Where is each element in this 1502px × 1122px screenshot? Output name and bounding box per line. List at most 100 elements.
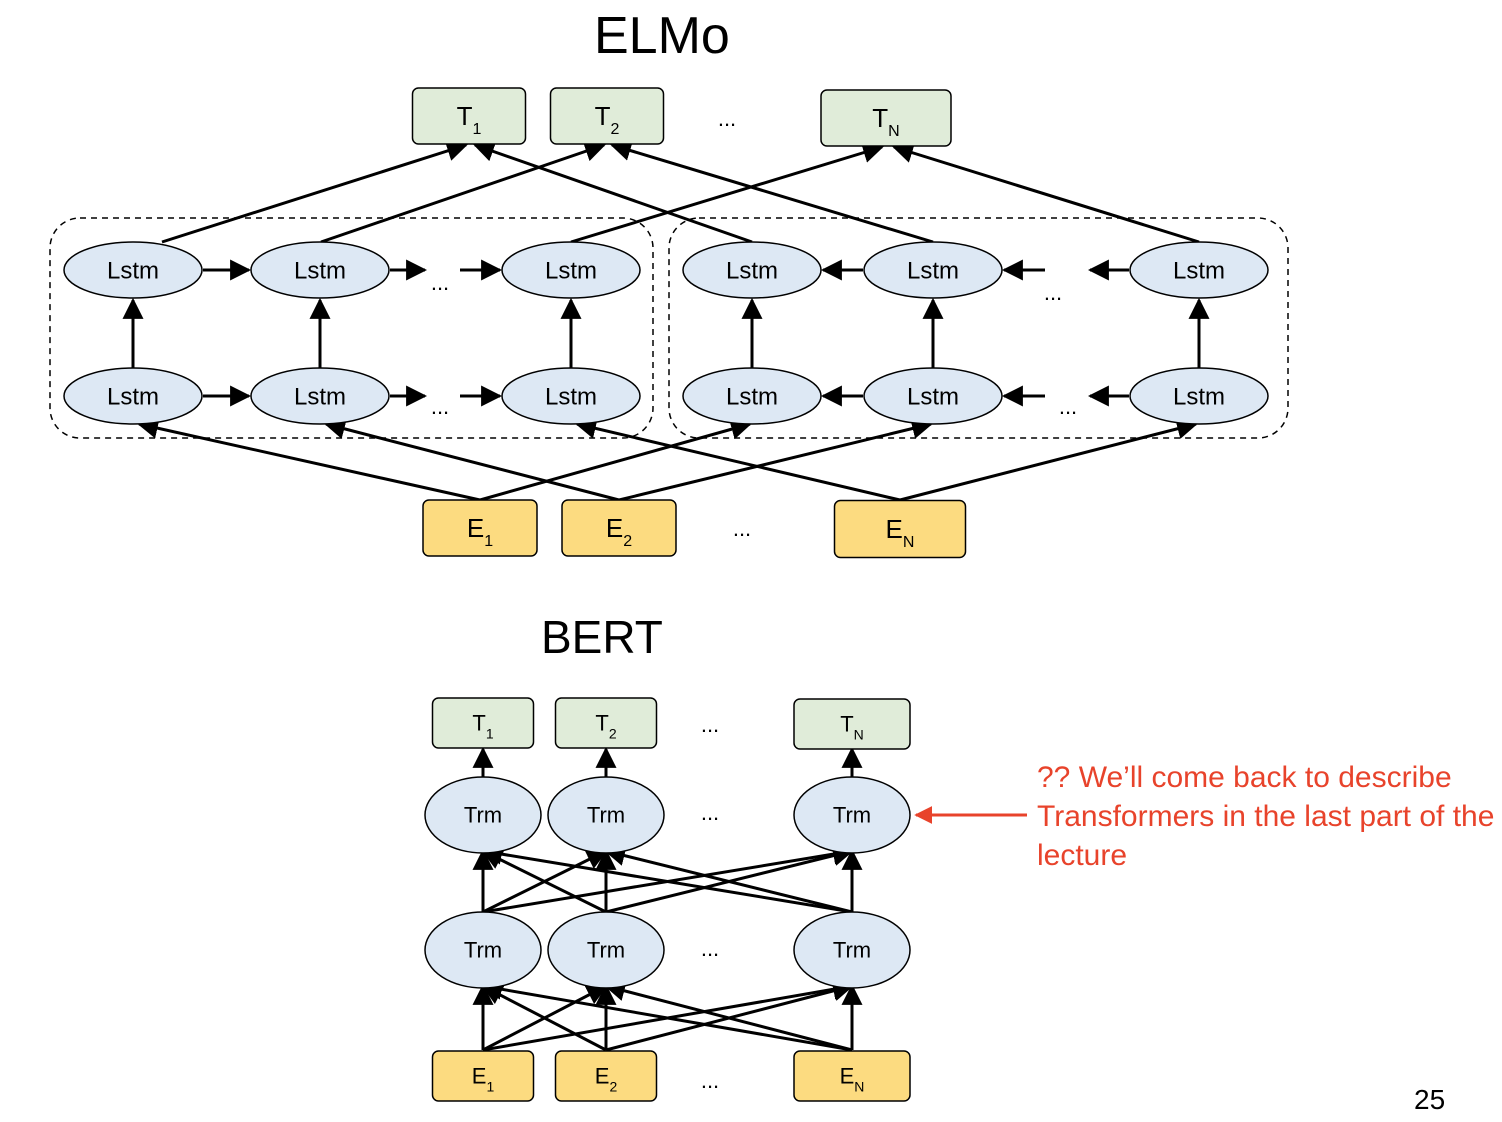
bert-input-e1-shape <box>431 1050 535 1102</box>
elmo-input-e2: E2 <box>561 499 677 557</box>
bert-output-t2-label: T2 <box>595 711 616 742</box>
trm-layer-arrow-2-0 <box>480 843 853 914</box>
trm-layer-arrow-2-1 <box>603 845 853 914</box>
elmo-output-t1: T1 <box>411 87 527 145</box>
elmo-lstm-top-5-label: Lstm <box>1173 257 1225 284</box>
bert-output-t1-label: T1 <box>472 711 493 742</box>
elmo-output-t1-shape <box>411 87 527 145</box>
bert-input-en-shape <box>793 1050 911 1102</box>
elmo-forward-bottom-ellipsis: ... <box>431 394 449 419</box>
elmo-input-e1-shape <box>422 499 538 557</box>
bert-trm-top-2-label: Trm <box>833 803 871 828</box>
elmo-lstm-bottom-1: Lstm <box>250 367 390 425</box>
bert-output-t2-shape <box>554 697 658 749</box>
input-to-lstm-arrow <box>899 418 1199 502</box>
bert-output-t2: T2 <box>554 697 658 749</box>
elmo-lstm-bottom-5: Lstm <box>1129 367 1269 425</box>
elmo-backward-top-ellipsis: ... <box>1044 280 1062 305</box>
elmo-output-t2-shape <box>549 87 665 145</box>
forward-lstm-group <box>49 217 654 439</box>
bert-trm-bottom-0: Trm <box>424 911 542 989</box>
bert-trm-bottom-0-shape <box>424 911 542 989</box>
bert-trm-bottom-2: Trm <box>793 911 911 989</box>
elmo-lstm-top-4: Lstm <box>863 241 1003 299</box>
elmo-backward-bottom-ellipsis: ... <box>1059 394 1077 419</box>
bert-trm-bottom-1-shape <box>547 911 665 989</box>
elmo-lstm-top-1-shape <box>250 241 390 299</box>
elmo-output-tn: TN <box>820 89 952 147</box>
elmo-input-e1-label: E1 <box>467 513 493 550</box>
bert-trm-top-0: Trm <box>424 776 542 854</box>
lstm-to-output-arrow <box>473 141 753 244</box>
bert-output-tn: TN <box>793 698 911 750</box>
elmo-input-e1: E1 <box>422 499 538 557</box>
input-to-lstm-arrow <box>574 418 901 502</box>
bert-trm-bottom-1-label: Trm <box>587 938 625 963</box>
lstm-to-output-arrow <box>161 140 469 244</box>
bert-top-ellipsis: ... <box>701 800 719 825</box>
elmo-lstm-top-2: Lstm <box>501 241 641 299</box>
elmo-lstm-top-3-label: Lstm <box>726 257 778 284</box>
elmo-lstm-bottom-0-label: Lstm <box>107 383 159 410</box>
elmo-lstm-bottom-4-label: Lstm <box>907 383 959 410</box>
elmo-lstm-top-4-label: Lstm <box>907 257 959 284</box>
bert-input-e2-shape <box>554 1050 658 1102</box>
trm-layer-arrow-1-0 <box>481 849 607 914</box>
bert-output-tn-shape <box>793 698 911 750</box>
input-to-trm-arrow-1-0 <box>481 984 607 1052</box>
elmo-output-ellipsis: ... <box>718 106 736 131</box>
elmo-input-ellipsis: ... <box>733 516 751 541</box>
elmo-input-en-shape <box>833 499 967 559</box>
elmo-lstm-top-1: Lstm <box>250 241 390 299</box>
elmo-lstm-bottom-0-shape <box>63 367 203 425</box>
elmo-lstm-bottom-1-shape <box>250 367 390 425</box>
bert-trm-top-1-shape <box>547 776 665 854</box>
elmo-lstm-top-3-shape <box>682 241 822 299</box>
elmo-lstm-bottom-4: Lstm <box>863 367 1003 425</box>
bert-trm-top-0-shape <box>424 776 542 854</box>
elmo-title: ELMo <box>594 7 730 65</box>
input-to-lstm-arrow <box>618 418 934 502</box>
elmo-lstm-bottom-2: Lstm <box>501 367 641 425</box>
input-to-lstm-arrow <box>479 419 753 502</box>
bert-trm-top-2: Trm <box>793 776 911 854</box>
elmo-output-tn-shape <box>820 89 952 147</box>
lstm-to-output-arrow <box>609 140 934 244</box>
transformer-annotation: ?? We’ll come back to describe Transform… <box>1037 761 1495 872</box>
elmo-lstm-top-2-shape <box>501 241 641 299</box>
bert-bottom-ellipsis: ... <box>701 936 719 961</box>
input-to-trm-arrow-2-1 <box>603 980 853 1052</box>
bert-trm-top-1: Trm <box>547 776 665 854</box>
bert-title: BERT <box>541 611 663 663</box>
elmo-forward-top-ellipsis: ... <box>431 270 449 295</box>
elmo-lstm-bottom-3: Lstm <box>682 367 822 425</box>
bert-trm-top-2-shape <box>793 776 911 854</box>
elmo-lstm-bottom-3-label: Lstm <box>726 383 778 410</box>
lstm-to-output-arrow <box>320 141 606 244</box>
elmo-lstm-top-0-label: Lstm <box>107 257 159 284</box>
bert-input-ellipsis: ... <box>701 1068 719 1093</box>
elmo-lstm-bottom-0: Lstm <box>63 367 203 425</box>
elmo-lstm-top-2-label: Lstm <box>545 257 597 284</box>
elmo-lstm-top-4-shape <box>863 241 1003 299</box>
elmo-input-en: EN <box>833 499 967 559</box>
bert-trm-bottom-2-label: Trm <box>833 938 871 963</box>
bert-trm-top-0-label: Trm <box>464 803 502 828</box>
elmo-output-t2: T2 <box>549 87 665 145</box>
bert-input-e2: E2 <box>554 1050 658 1102</box>
elmo-lstm-bottom-3-shape <box>682 367 822 425</box>
connection-arrows <box>49 140 1289 1052</box>
elmo-lstm-bottom-5-label: Lstm <box>1173 383 1225 410</box>
bert-output-t1-shape <box>431 697 535 749</box>
diagram-nodes: LstmLstmLstmLstmLstmLstmLstmLstmLstmLstm… <box>63 87 1269 1102</box>
elmo-lstm-top-0: Lstm <box>63 241 203 299</box>
bert-output-t1: T1 <box>431 697 535 749</box>
backward-lstm-group <box>668 217 1289 439</box>
bert-trm-bottom-2-shape <box>793 911 911 989</box>
lstm-to-output-arrow <box>570 142 885 244</box>
page-number: 25 <box>1414 1084 1446 1115</box>
bert-output-ellipsis: ... <box>701 712 719 737</box>
input-to-lstm-arrow <box>323 418 620 502</box>
elmo-output-tn-label: TN <box>872 103 899 140</box>
